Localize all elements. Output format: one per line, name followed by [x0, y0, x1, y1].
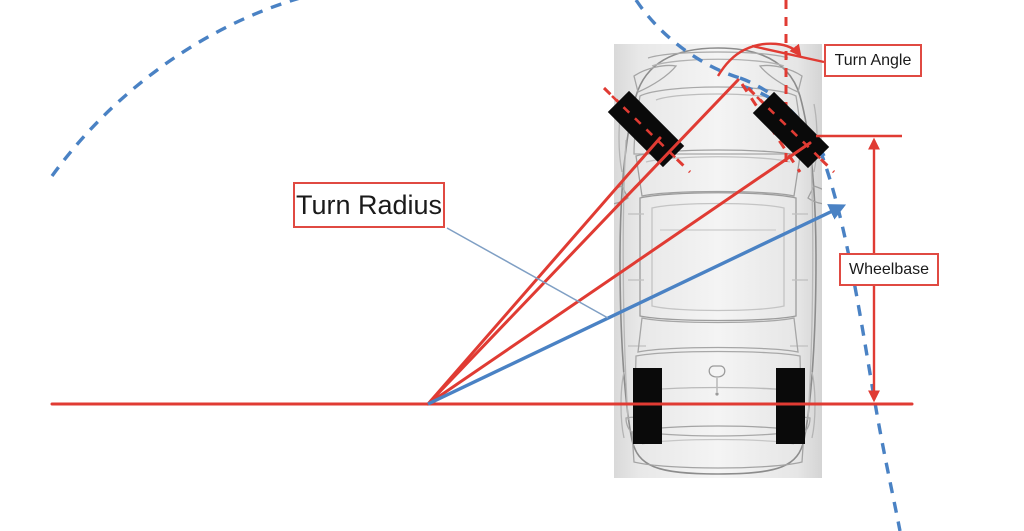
- inner-turn-arc-left: [634, 0, 741, 80]
- radius-line-front-left: [426, 136, 662, 406]
- wheelbase-label-text: Wheelbase: [848, 260, 930, 278]
- turn-radius-leader: [446, 227, 609, 319]
- turn-radius-lines: [50, 78, 914, 406]
- radius-line-outer-corner: [426, 78, 740, 406]
- outer-turn-arc: [50, 0, 300, 177]
- turn-angle-arc: [716, 42, 802, 77]
- turn-angle-annotation: [716, 42, 825, 77]
- outer-turn-arc-right: [818, 149, 902, 531]
- rear-left-wheel: [633, 368, 662, 444]
- turn-angle-label: Turn Angle: [824, 44, 922, 77]
- rear-right-wheel: [776, 368, 805, 444]
- rear-wheels: [633, 368, 805, 444]
- turn-angle-label-text: Turn Angle: [834, 51, 912, 69]
- turn-angle-leader: [751, 44, 825, 64]
- turn-radius-label: Turn Radius: [293, 182, 445, 228]
- turn-radius-label-text: Turn Radius: [295, 189, 443, 220]
- wheelbase-label: Wheelbase: [839, 253, 939, 286]
- wheelbase-dimension: [816, 134, 902, 406]
- wheelbase-heading-line: [427, 204, 847, 406]
- radius-line-front-right: [426, 141, 812, 406]
